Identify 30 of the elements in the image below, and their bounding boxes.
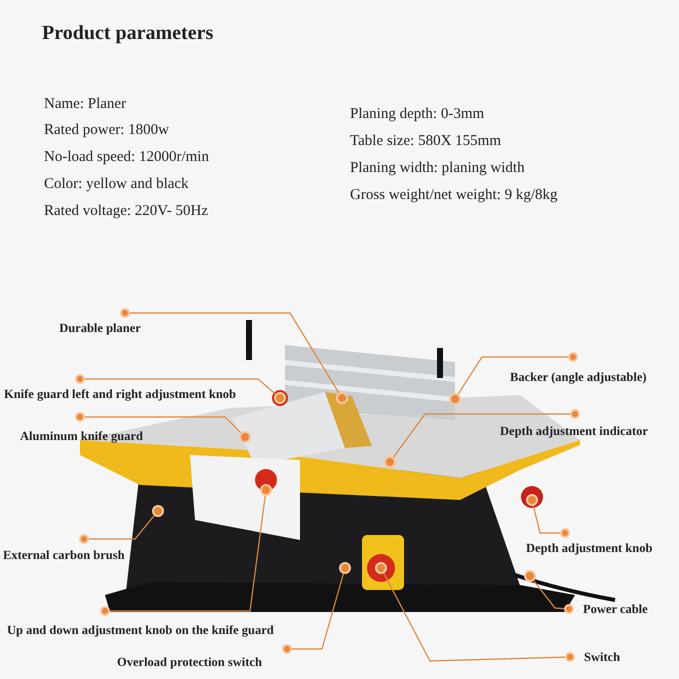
leader-line bbox=[75, 412, 242, 434]
callout-label: Depth adjustment knob bbox=[526, 533, 674, 556]
callout-label: Up and down adjustment knob on the knife guard bbox=[7, 611, 313, 638]
leader-line bbox=[532, 506, 570, 538]
leader-line bbox=[79, 515, 155, 544]
callout-label: Depth adjustment indicator bbox=[500, 414, 675, 439]
leader-line bbox=[75, 374, 276, 395]
spec-text: Rated voltage: 220V- 50Hz bbox=[44, 203, 208, 220]
spec-text: No-load speed: 12000r/min bbox=[44, 149, 209, 166]
leader-line bbox=[533, 580, 574, 614]
spec-text: Planing width: planing width bbox=[350, 160, 525, 177]
leader-line bbox=[282, 574, 344, 654]
leader-line bbox=[458, 352, 578, 394]
title: Product parameters bbox=[42, 22, 214, 45]
spec-text: Rated power: 1800w bbox=[44, 122, 169, 139]
callout-dot bbox=[524, 570, 536, 582]
callout-label: Backer (angle adjustable) bbox=[510, 357, 672, 385]
callout-label: Durable planer bbox=[25, 313, 175, 336]
callout-label: Switch bbox=[570, 648, 632, 666]
spec-text: Name: Planer bbox=[44, 96, 126, 113]
leader-line bbox=[393, 409, 580, 458]
spec-text: Table size: 580X 155mm bbox=[350, 133, 502, 150]
spec-text: Planing depth: 0-3mm bbox=[350, 106, 484, 123]
callout-label: Power cable bbox=[569, 600, 661, 618]
spec-text: Gross weight/net weight: 9 kg/8kg bbox=[350, 187, 558, 204]
callout-label: Knife guard left and right adjustment knob bbox=[4, 379, 270, 402]
callout-label: Aluminum knife guard bbox=[20, 417, 165, 444]
spec-text: Color: yellow and black bbox=[44, 176, 189, 193]
callout-label: External carbon brush bbox=[3, 539, 145, 563]
callout-label: Overload protection switch bbox=[117, 649, 289, 670]
